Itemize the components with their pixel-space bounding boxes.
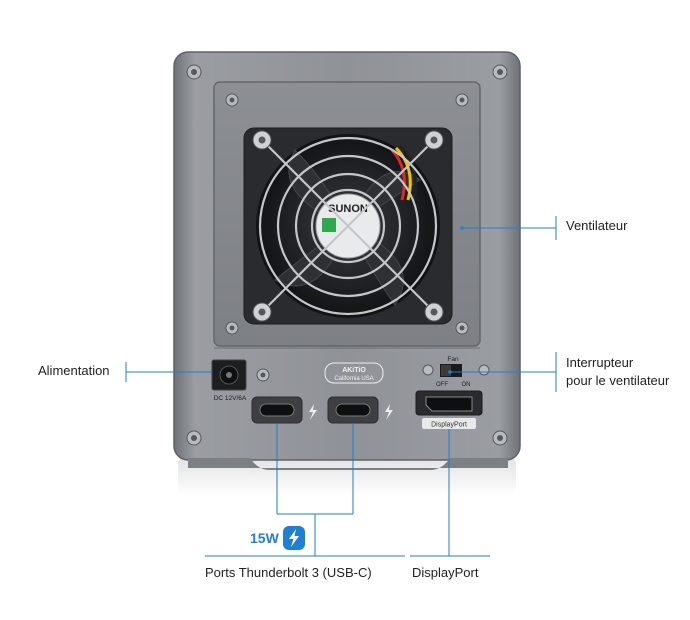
label-thunderbolt: Ports Thunderbolt 3 (USB-C) — [205, 565, 372, 580]
corner-screws — [186, 64, 508, 446]
thunderbolt-icon — [282, 526, 305, 550]
thunderbolt-port-2 — [327, 396, 393, 424]
displayport-port: DisplayPort — [415, 390, 483, 429]
fan-switch-label: Fan — [447, 356, 459, 363]
badge-text: 15W — [250, 530, 279, 546]
svg-text:California USA: California USA — [334, 376, 373, 382]
label-switch-line1: Interrupteur — [566, 355, 634, 370]
label-fan: Ventilateur — [566, 218, 628, 233]
svg-text:AKiTiO: AKiTiO — [342, 367, 366, 374]
fan-switch-off: OFF — [436, 382, 448, 388]
label-displayport: DisplayPort — [412, 565, 479, 580]
power-jack: DC 12V/6A — [211, 359, 270, 402]
label-switch: Interrupteur pour le ventilateur — [566, 354, 669, 390]
dc-label: DC 12V/6A — [214, 395, 247, 402]
chassis-foot — [188, 458, 508, 470]
label-switch-line2: pour le ventilateur — [566, 373, 670, 388]
power-delivery-badge: 15W — [250, 526, 305, 550]
fan-brand: SUNON — [328, 203, 368, 215]
fan-screws — [252, 130, 444, 322]
fan-wires — [390, 148, 406, 201]
leader-lines — [125, 216, 557, 557]
floor-reflection — [178, 456, 516, 496]
fan-grill — [258, 136, 438, 316]
thunderbolt-port-1 — [251, 396, 317, 424]
brand-logo: AKiTiO California USA — [324, 362, 384, 384]
label-power: Alimentation — [38, 363, 110, 378]
displayport-label: DisplayPort — [431, 422, 467, 429]
panel-screws — [225, 93, 469, 335]
fan-switch-on: ON — [462, 382, 471, 388]
